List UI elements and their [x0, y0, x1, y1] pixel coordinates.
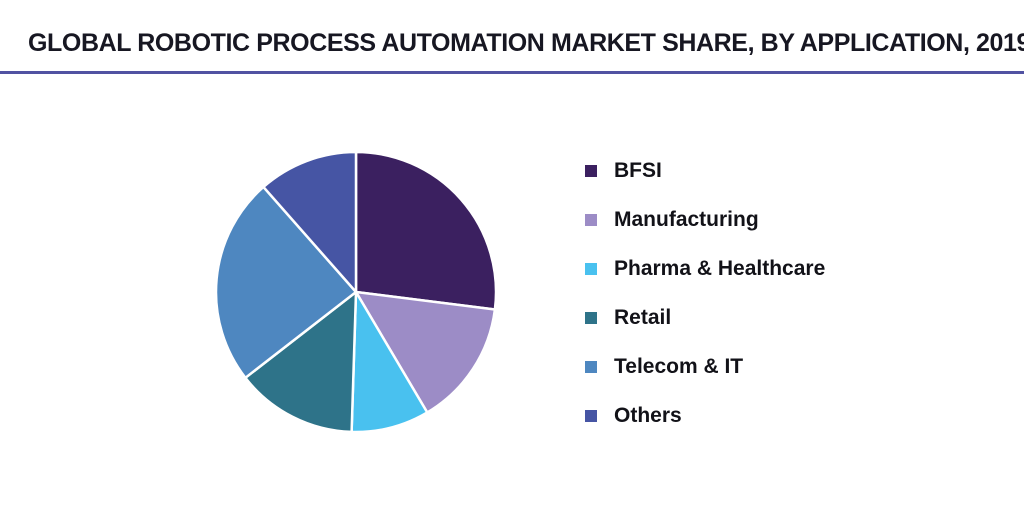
chart-title: GLOBAL ROBOTIC PROCESS AUTOMATION MARKET… — [28, 29, 1024, 57]
legend-label-others: Others — [614, 403, 682, 427]
legend-swatch-telecom-it — [585, 360, 597, 373]
legend-label-manufacturing: Manufacturing — [614, 207, 759, 231]
legend-item-retail: Retail — [585, 293, 825, 342]
legend-item-others: Others — [585, 391, 825, 440]
legend-swatch-retail — [585, 311, 597, 324]
legend-item-pharma-healthcare: Pharma & Healthcare — [585, 244, 825, 293]
pie-chart — [214, 150, 498, 434]
legend-label-retail: Retail — [614, 305, 672, 329]
legend-swatch-pharma-healthcare — [585, 262, 597, 275]
title-divider — [0, 71, 1024, 74]
pie-chart-svg — [214, 150, 498, 434]
legend-item-manufacturing: Manufacturing — [585, 195, 825, 244]
pie-slice-telecom-it — [214, 185, 358, 380]
pie-slice-bfsi — [354, 150, 498, 311]
legend: BFSI Manufacturing Pharma & Healthcare R… — [585, 146, 825, 440]
legend-item-bfsi: BFSI — [585, 146, 825, 195]
legend-label-bfsi: BFSI — [614, 158, 662, 182]
legend-item-telecom-it: Telecom & IT — [585, 342, 825, 391]
legend-swatch-others — [585, 409, 597, 422]
legend-swatch-bfsi — [585, 164, 597, 177]
pie-slice-manufacturing — [354, 290, 497, 414]
legend-label-telecom-it: Telecom & IT — [614, 354, 744, 378]
pie-slice-others — [262, 150, 358, 294]
pie-slice-retail — [244, 290, 358, 434]
pie-slice-pharma-healthcare — [350, 290, 429, 434]
legend-label-pharma-healthcare: Pharma & Healthcare — [614, 256, 826, 280]
legend-swatch-manufacturing — [585, 213, 597, 226]
